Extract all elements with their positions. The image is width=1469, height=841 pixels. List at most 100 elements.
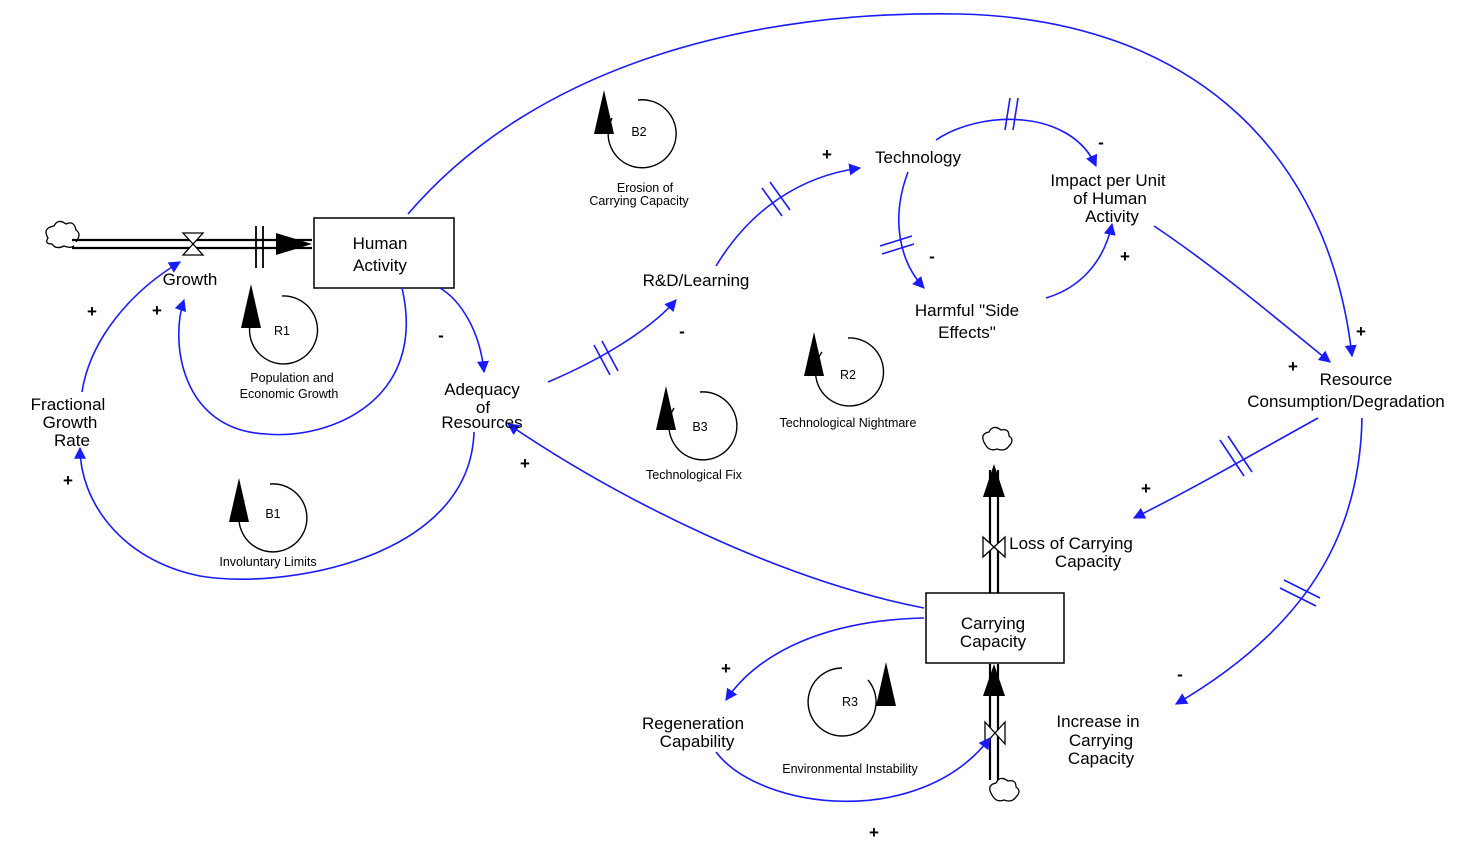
loop-b3: B3 Technological Fix bbox=[646, 386, 743, 482]
link-tech-to-impact bbox=[935, 118, 1098, 168]
var-side-effects: Harmful "Side bbox=[915, 301, 1019, 320]
polarity-sign: - bbox=[1098, 133, 1104, 152]
var-loss-cc: Loss of Carrying bbox=[1009, 534, 1133, 553]
cloud-icon bbox=[982, 426, 1013, 451]
polarity-sign: + bbox=[152, 301, 162, 320]
growth-flow bbox=[45, 220, 312, 268]
loop-r2: R2 Technological Nightmare bbox=[780, 332, 917, 430]
polarity-sign: - bbox=[1177, 665, 1183, 684]
polarity-sign: + bbox=[1120, 247, 1130, 266]
stock-label: Activity bbox=[353, 256, 407, 275]
polarity-signs: + + + - - + - - + + + + - + + + bbox=[63, 133, 1366, 841]
polarity-sign: - bbox=[438, 326, 444, 345]
polarity-sign: + bbox=[87, 302, 97, 321]
loop-b2: B2 Erosion of Carrying Capacity bbox=[589, 90, 689, 208]
loop-name: Erosion of bbox=[617, 181, 674, 195]
link-tech-to-side bbox=[898, 171, 925, 289]
cloud-icon bbox=[45, 220, 80, 249]
var-increase-cc: Increase in bbox=[1056, 712, 1139, 731]
var-impact: of Human bbox=[1073, 189, 1147, 208]
polarity-sign: + bbox=[869, 823, 879, 841]
loop-name: Environmental Instability bbox=[782, 762, 918, 776]
var-adequacy: Resources bbox=[441, 413, 522, 432]
loop-arrow-icon bbox=[804, 332, 824, 376]
loop-arrow-icon bbox=[656, 386, 676, 430]
link-adequacy-to-frac bbox=[74, 431, 475, 580]
polarity-sign: + bbox=[1356, 322, 1366, 341]
link-side-to-impact bbox=[1045, 222, 1116, 299]
polarity-sign: + bbox=[520, 454, 530, 473]
loop-name: Technological Fix bbox=[646, 468, 743, 482]
polarity-sign: - bbox=[679, 322, 685, 341]
var-impact: Impact per Unit bbox=[1050, 171, 1166, 190]
link-adequacy-to-rd bbox=[547, 299, 677, 383]
causal-links bbox=[74, 12, 1363, 803]
increase-flow bbox=[983, 664, 1020, 802]
stock-label: Human bbox=[353, 234, 408, 253]
loop-id: R3 bbox=[842, 695, 858, 709]
polarity-sign: + bbox=[63, 471, 73, 490]
link-cc-to-adequacy bbox=[507, 423, 925, 609]
cloud-icon bbox=[989, 777, 1020, 802]
polarity-sign: - bbox=[929, 247, 935, 266]
stock-carrying-capacity: Carrying Capacity bbox=[925, 592, 1065, 664]
stock-label: Carrying bbox=[961, 614, 1025, 633]
var-adequacy: of bbox=[476, 398, 490, 417]
loop-id: R2 bbox=[840, 368, 856, 382]
loop-arrow-icon bbox=[594, 90, 614, 134]
loop-r3: R3 Environmental Instability bbox=[782, 662, 918, 776]
link-rc-to-increase bbox=[1174, 417, 1363, 705]
link-ha-to-adequacy bbox=[439, 287, 489, 374]
polarity-sign: + bbox=[1288, 357, 1298, 376]
link-rd-to-tech bbox=[715, 163, 862, 267]
var-loss-cc: Capacity bbox=[1055, 552, 1122, 571]
polarity-sign: + bbox=[1141, 479, 1151, 498]
polarity-sign: + bbox=[822, 145, 832, 164]
loop-name: Involuntary Limits bbox=[219, 555, 316, 569]
loop-r1: R1 Population and Economic Growth bbox=[240, 284, 339, 401]
delay-marks bbox=[593, 97, 1321, 607]
link-ha-to-growth bbox=[174, 287, 408, 436]
var-fractional-growth-rate: Growth bbox=[43, 413, 98, 432]
var-regeneration: Capability bbox=[660, 732, 735, 751]
link-frac-to-growth bbox=[81, 261, 182, 393]
loop-name: Carrying Capacity bbox=[589, 194, 689, 208]
var-resource-consumption: Resource bbox=[1320, 370, 1393, 389]
var-rd-learning: R&D/Learning bbox=[643, 271, 750, 290]
link-impact-to-rc bbox=[1153, 225, 1331, 363]
loop-arrow-icon bbox=[229, 478, 249, 522]
var-increase-cc: Capacity bbox=[1068, 749, 1135, 768]
link-cc-to-regen bbox=[725, 617, 925, 701]
loop-name: Technological Nightmare bbox=[780, 416, 917, 430]
var-increase-cc: Carrying bbox=[1069, 731, 1133, 750]
loss-flow bbox=[982, 426, 1013, 594]
variable-labels: Growth Fractional Growth Rate Adequacy o… bbox=[31, 148, 1445, 768]
valve-icon bbox=[181, 232, 205, 256]
polarity-sign: + bbox=[721, 659, 731, 678]
valve-icon bbox=[982, 535, 1006, 559]
var-fractional-growth-rate: Fractional bbox=[31, 395, 106, 414]
loop-name: Population and bbox=[250, 371, 333, 385]
stock-human-activity: Human Activity bbox=[313, 217, 455, 289]
loop-name: Economic Growth bbox=[240, 387, 339, 401]
loop-arrow-icon bbox=[876, 662, 896, 706]
var-technology: Technology bbox=[875, 148, 962, 167]
link-ha-to-rc bbox=[407, 12, 1357, 358]
var-impact: Activity bbox=[1085, 207, 1139, 226]
loop-id: B3 bbox=[692, 420, 707, 434]
var-side-effects: Effects" bbox=[938, 323, 996, 342]
var-growth: Growth bbox=[163, 270, 218, 289]
stock-label: Capacity bbox=[960, 632, 1027, 651]
var-resource-consumption: Consumption/Degradation bbox=[1247, 392, 1445, 411]
var-adequacy: Adequacy bbox=[444, 380, 520, 399]
loop-id: B1 bbox=[265, 507, 280, 521]
var-regeneration: Regeneration bbox=[642, 714, 744, 733]
loop-id: R1 bbox=[274, 324, 290, 338]
link-rc-to-loss bbox=[1132, 417, 1319, 519]
loop-b1: B1 Involuntary Limits bbox=[219, 478, 317, 569]
link-regen-to-increase bbox=[715, 737, 991, 803]
var-fractional-growth-rate: Rate bbox=[54, 431, 90, 450]
loop-arrow-icon bbox=[241, 284, 261, 328]
loop-id: B2 bbox=[631, 125, 646, 139]
